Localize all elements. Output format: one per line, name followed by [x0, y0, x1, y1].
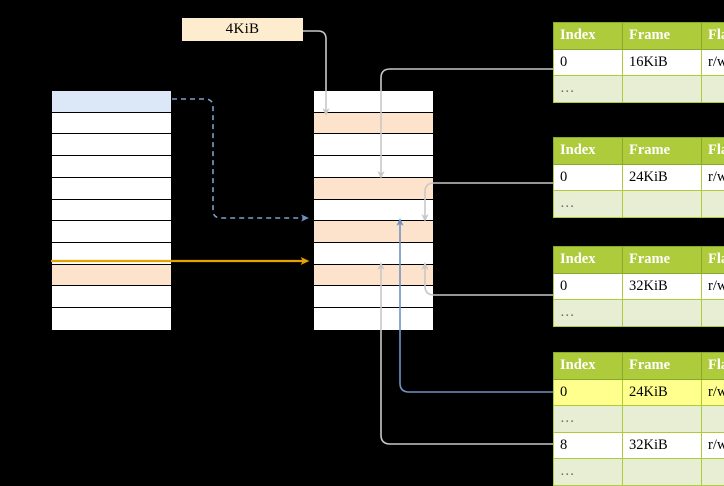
table-column-header: Index	[554, 23, 623, 50]
wire-table3-to-frame	[425, 266, 553, 295]
table-header-row: IndexFrameFlags	[554, 353, 724, 380]
memory-cell	[52, 286, 171, 308]
memory-cell	[52, 178, 171, 200]
memory-cell	[314, 134, 433, 156]
table-cell: r/w	[702, 164, 724, 191]
table-cell: 24KiB	[623, 164, 702, 191]
page-table-1: IndexFrameFlags016KiBr/w…	[553, 22, 724, 103]
memory-cell	[52, 113, 171, 135]
table-column-header: Flags	[702, 247, 724, 274]
table-cell: 0	[554, 379, 623, 406]
table-header-row: IndexFrameFlags	[554, 138, 724, 165]
table-column-header: Frame	[623, 247, 702, 274]
wire-l1-entry-to-l2-table	[172, 99, 305, 218]
page-table-2: IndexFrameFlags024KiBr/w…	[553, 137, 724, 218]
table-cell	[702, 459, 724, 486]
page-table-3: IndexFrameFlags032KiBr/w…	[553, 246, 724, 327]
table-column-header: Frame	[623, 138, 702, 165]
table-cell	[702, 406, 724, 433]
memory-cell	[314, 91, 433, 113]
left-memory-column	[51, 90, 172, 329]
memory-cell	[52, 134, 171, 156]
right-memory-column	[313, 90, 434, 329]
table-cell: …	[554, 300, 623, 327]
table-cell: r/w	[702, 273, 724, 300]
memory-cell	[314, 156, 433, 178]
table-cell: …	[554, 76, 623, 103]
table-cell: r/w	[702, 49, 724, 76]
table-column-header: Flags	[702, 23, 724, 50]
page-size-label: 4KiB	[182, 18, 303, 41]
table-row: …	[554, 459, 724, 486]
table-cell	[623, 459, 702, 486]
table-cell: 8	[554, 432, 623, 459]
table-header-row: IndexFrameFlags	[554, 247, 724, 274]
table-cell	[702, 191, 724, 218]
memory-cell	[52, 200, 171, 222]
memory-cell	[314, 200, 433, 222]
memory-cell	[314, 308, 433, 330]
table-cell: 32KiB	[623, 432, 702, 459]
page-table-4: IndexFrameFlags024KiBr/w…832KiBr/w…	[553, 352, 724, 486]
table-cell: 0	[554, 49, 623, 76]
memory-cell	[52, 243, 171, 265]
table-row: …	[554, 76, 724, 103]
table-cell: …	[554, 406, 623, 433]
table-cell	[702, 76, 724, 103]
table-cell	[623, 191, 702, 218]
table-cell: 16KiB	[623, 49, 702, 76]
table-column-header: Frame	[623, 23, 702, 50]
table-cell: 24KiB	[623, 379, 702, 406]
table-cell	[623, 300, 702, 327]
table-cell: …	[554, 459, 623, 486]
memory-cell	[314, 265, 433, 287]
memory-cell	[314, 178, 433, 200]
table-column-header: Index	[554, 247, 623, 274]
table-row: …	[554, 300, 724, 327]
table-column-header: Index	[554, 353, 623, 380]
memory-cell	[314, 243, 433, 265]
memory-cell	[52, 91, 171, 113]
memory-cell	[314, 221, 433, 243]
memory-cell	[314, 113, 433, 135]
memory-cell	[52, 156, 171, 178]
table-cell	[623, 406, 702, 433]
memory-cell	[314, 286, 433, 308]
memory-cell	[52, 221, 171, 243]
table-cell: 0	[554, 273, 623, 300]
table-column-header: Frame	[623, 353, 702, 380]
table-cell: 32KiB	[623, 273, 702, 300]
table-column-header: Flags	[702, 353, 724, 380]
table-header-row: IndexFrameFlags	[554, 23, 724, 50]
table-row: …	[554, 191, 724, 218]
page-size-label-text: 4KiB	[226, 21, 260, 38]
table-column-header: Index	[554, 138, 623, 165]
table-cell	[702, 300, 724, 327]
table-row: …	[554, 406, 724, 433]
table-cell: r/w	[702, 379, 724, 406]
memory-cell	[52, 265, 171, 287]
table-cell: 0	[554, 164, 623, 191]
table-column-header: Flags	[702, 138, 724, 165]
table-cell	[623, 76, 702, 103]
memory-cell	[52, 308, 171, 330]
table-cell: …	[554, 191, 623, 218]
table-cell: r/w	[702, 432, 724, 459]
wire-table2-to-frame	[425, 183, 553, 218]
